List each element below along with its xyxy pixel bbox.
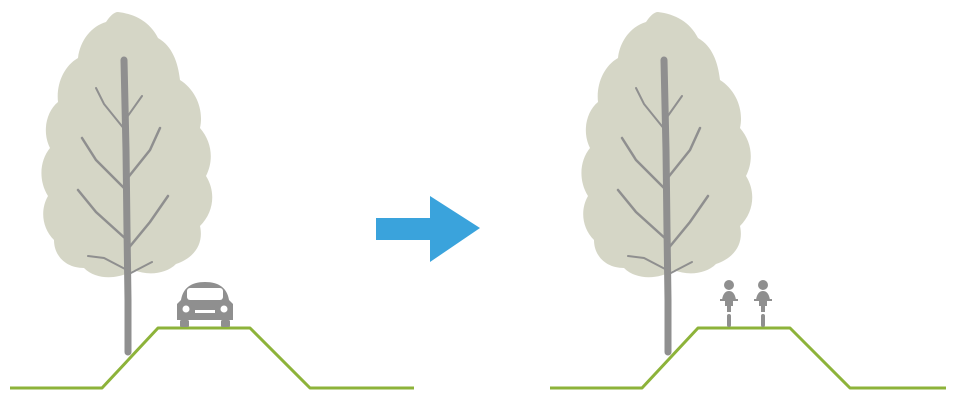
panel-after [540, 0, 953, 395]
embankment-line [550, 328, 946, 388]
right-arrow-icon [372, 190, 482, 270]
cyclist-icon [754, 280, 772, 327]
cyclist-icon [720, 280, 738, 327]
embankment-line [10, 328, 414, 388]
car-icon [177, 282, 233, 327]
scene-after [540, 0, 953, 395]
scene-before [0, 0, 420, 395]
panel-before [0, 0, 420, 395]
